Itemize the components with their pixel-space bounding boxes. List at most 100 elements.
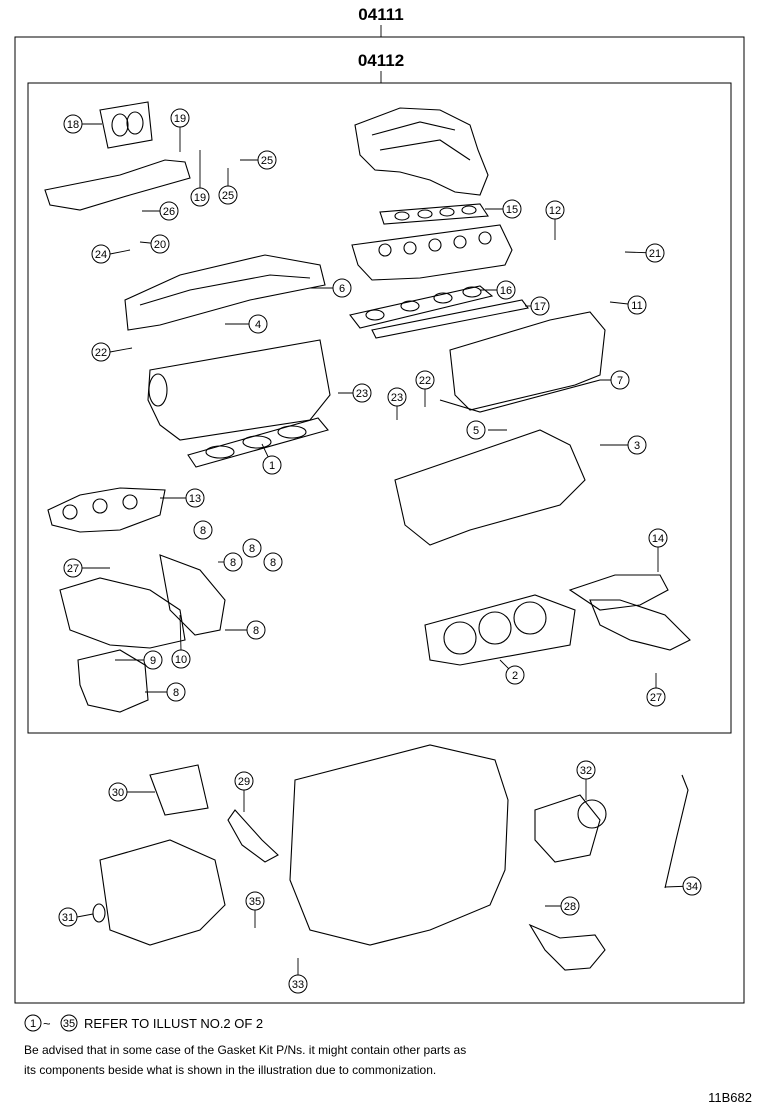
svg-text:15: 15	[506, 204, 518, 216]
callout-13: 13	[160, 488, 205, 508]
svg-text:10: 10	[175, 654, 187, 666]
gasket-18	[99, 101, 153, 149]
callout-11: 11	[609, 295, 647, 315]
callout-23a: 23	[338, 383, 372, 403]
callout-15: 15	[485, 199, 522, 219]
svg-text:1: 1	[269, 460, 275, 472]
svg-text:19: 19	[174, 113, 186, 125]
callout-34: 34	[664, 876, 702, 896]
callout-22b: 22	[415, 370, 435, 407]
callout-10: 10	[171, 614, 191, 669]
callout-30: 30	[108, 782, 155, 802]
callout-8d: 8	[263, 552, 283, 572]
svg-text:23: 23	[391, 392, 403, 404]
seal-31	[92, 903, 106, 923]
gasket-30	[149, 764, 209, 816]
callout-9: 9	[115, 650, 163, 670]
svg-text:22: 22	[95, 347, 107, 359]
callout-8b: 8	[218, 552, 243, 572]
oil-strainer	[528, 923, 606, 971]
svg-text:19: 19	[194, 192, 206, 204]
svg-text:4: 4	[255, 319, 261, 331]
svg-text:32: 32	[580, 765, 592, 777]
callout-2: 2	[499, 659, 525, 685]
callout-8a: 8	[193, 520, 213, 540]
svg-text:8: 8	[249, 543, 255, 555]
disclaimer-line-2: its components beside what is shown in t…	[24, 1063, 436, 1077]
callout-32: 32	[576, 760, 596, 800]
svg-text:23: 23	[356, 388, 368, 400]
callout-23b: 23	[387, 387, 407, 420]
oil-pump-cover	[77, 649, 149, 713]
svg-text:29: 29	[238, 776, 250, 788]
rear-oil-seal-retainer	[534, 794, 607, 863]
svg-text:25: 25	[261, 155, 273, 167]
callout-27a: 27	[63, 558, 110, 578]
svg-text:17: 17	[534, 301, 546, 313]
svg-text:26: 26	[163, 206, 175, 218]
cylinder-head-right	[439, 311, 606, 413]
callout-25a: 25	[240, 150, 277, 170]
svg-text:3: 3	[634, 440, 640, 452]
svg-text:8: 8	[253, 625, 259, 637]
svg-text:18: 18	[67, 119, 79, 131]
valve-cover-left	[124, 254, 326, 331]
valve-cover-right-block	[394, 429, 586, 546]
exhaust-manifold-left	[47, 487, 166, 533]
svg-text:6: 6	[339, 283, 345, 295]
callout-22a: 22	[91, 342, 133, 362]
callout-3: 3	[600, 435, 647, 455]
callout-19a: 19	[170, 108, 190, 152]
fuel-rail	[44, 159, 191, 211]
cylinder-head-left	[147, 339, 331, 441]
callout-12: 12	[545, 200, 565, 240]
svg-text:12: 12	[549, 205, 561, 217]
svg-text:16: 16	[500, 285, 512, 297]
callout-4: 4	[225, 314, 268, 334]
dipstick-tube	[664, 774, 689, 889]
engine-block	[289, 744, 509, 946]
svg-text:24: 24	[95, 249, 107, 261]
svg-text:13: 13	[189, 493, 201, 505]
svg-text:22: 22	[419, 375, 431, 387]
svg-text:35: 35	[63, 1018, 75, 1030]
svg-text:8: 8	[200, 525, 206, 537]
outer-kit-code: 04111	[358, 5, 403, 24]
callout-35: 35	[245, 891, 265, 928]
reference-text: REFER TO ILLUST NO.2 OF 2	[84, 1016, 263, 1031]
callout-1: 1	[261, 443, 282, 475]
svg-text:20: 20	[154, 239, 166, 251]
svg-text:8: 8	[173, 687, 179, 699]
inner-kit-frame	[27, 82, 732, 734]
callout-8f: 8	[145, 682, 186, 702]
disclaimer-line-1: Be advised that in some case of the Gask…	[24, 1043, 466, 1057]
svg-text:2: 2	[512, 670, 518, 682]
gasket-1	[187, 417, 329, 468]
exhaust-manifold-right	[568, 574, 691, 651]
intake-plenum-lower	[351, 224, 513, 281]
callout-21: 21	[624, 243, 665, 263]
svg-text:33: 33	[292, 979, 304, 991]
callout-26: 26	[142, 201, 179, 221]
callout-29: 29	[234, 771, 254, 812]
callout-27b: 27	[646, 673, 666, 707]
svg-text:31: 31	[62, 912, 74, 924]
svg-text:34: 34	[686, 881, 698, 893]
timing-cover	[59, 554, 226, 649]
callout-17: 17	[525, 296, 550, 316]
head-gasket-2	[424, 594, 576, 666]
svg-text:1: 1	[30, 1018, 36, 1030]
gasket-15	[379, 203, 489, 225]
callout-33: 33	[288, 958, 308, 994]
svg-text:5: 5	[473, 425, 479, 437]
svg-text:8: 8	[230, 557, 236, 569]
callout-19b: 19	[190, 150, 210, 207]
callout-5: 5	[466, 420, 507, 440]
svg-text:14: 14	[652, 533, 664, 545]
svg-text:~: ~	[43, 1016, 51, 1031]
callout-16: 16	[480, 280, 516, 300]
svg-text:27: 27	[650, 692, 662, 704]
callout-24: 24	[91, 244, 131, 264]
callout-7: 7	[600, 370, 630, 390]
svg-text:28: 28	[564, 901, 576, 913]
